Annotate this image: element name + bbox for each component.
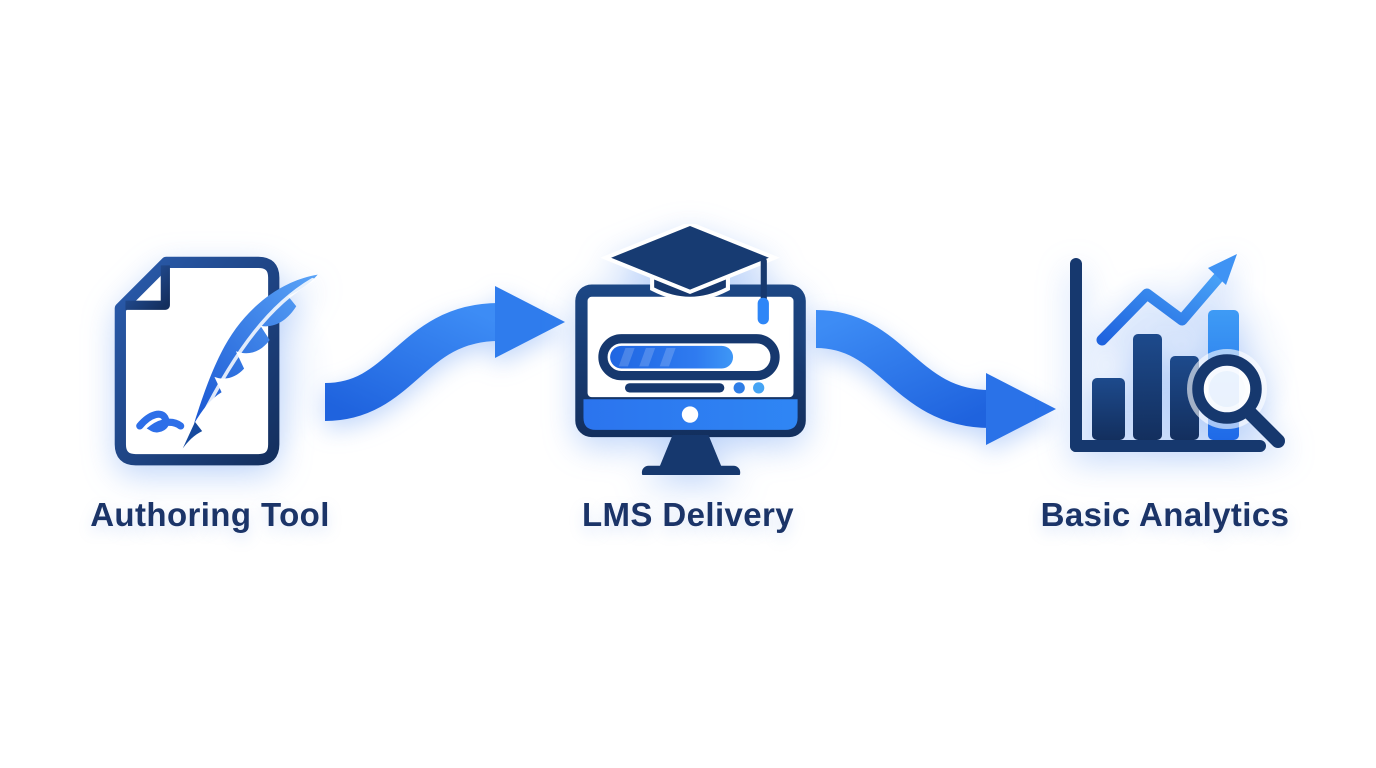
s-curve-arrow-icon — [814, 310, 1056, 445]
monitor-graduation-cap-icon — [575, 224, 806, 475]
step-label-authoring-tool: Authoring Tool — [90, 496, 330, 533]
step-label-basic-analytics: Basic Analytics — [1040, 496, 1290, 533]
s-curve-arrow-icon — [323, 286, 565, 421]
bar-chart-magnifier-icon — [1070, 254, 1285, 452]
step-label-lms-delivery: LMS Delivery — [581, 496, 795, 533]
document-quill-icon — [114, 256, 318, 466]
